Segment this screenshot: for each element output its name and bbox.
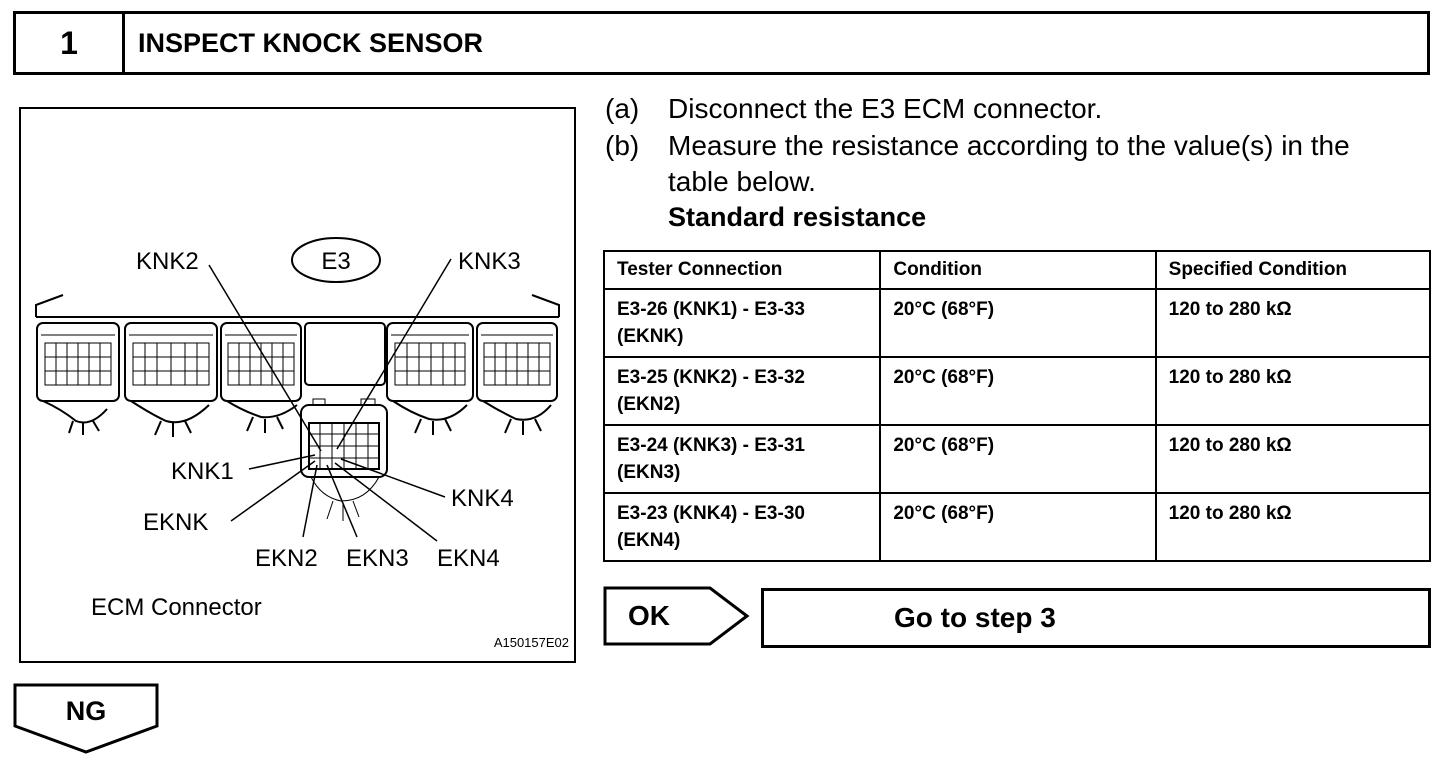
pin-label-knk3: KNK3 xyxy=(458,248,521,275)
instruction-b-text-line1: Measure the resistance according to the … xyxy=(668,130,1350,161)
table-row: E3-24 (KNK3) - E3-31(EKN3) 20°C (68°F) 1… xyxy=(602,424,1432,494)
ng-label: NG xyxy=(66,696,107,726)
step-number: 1 xyxy=(16,14,125,72)
pin-label-knk2: KNK2 xyxy=(136,248,199,275)
cell-connection: E3-24 (KNK3) - E3-31(EKN3) xyxy=(602,424,882,494)
connector-id-label: E3 xyxy=(321,248,350,275)
cell-connection: E3-25 (KNK2) - E3-32(EKN2) xyxy=(602,356,882,426)
resistance-table: Tester Connection Condition Specified Co… xyxy=(602,250,1432,562)
pin-label-ekn4: EKN4 xyxy=(437,545,500,572)
table-header-row: Tester Connection Condition Specified Co… xyxy=(602,250,1432,290)
step-header: 1 INSPECT KNOCK SENSOR xyxy=(13,11,1430,75)
table-row: E3-25 (KNK2) - E3-32(EKN2) 20°C (68°F) 1… xyxy=(602,356,1432,426)
cell-connection: E3-26 (KNK1) - E3-33(EKNK) xyxy=(602,288,882,358)
cell-specified: 120 to 280 kΩ xyxy=(1154,424,1432,494)
instruction-b-text-line2: table below. xyxy=(668,166,816,197)
ok-label: OK xyxy=(628,600,670,631)
cell-condition: 20°C (68°F) xyxy=(879,356,1157,426)
ng-result-arrow[interactable]: NG xyxy=(12,682,160,756)
cell-condition: 20°C (68°F) xyxy=(879,424,1157,494)
header-condition: Condition xyxy=(879,250,1157,290)
cell-specified: 120 to 280 kΩ xyxy=(1154,288,1432,358)
pin-label-knk4: KNK4 xyxy=(451,485,514,512)
cell-specified: 120 to 280 kΩ xyxy=(1154,356,1432,426)
instruction-b-letter: (b) xyxy=(605,130,640,161)
figure-caption: ECM Connector xyxy=(91,594,262,621)
connector-diagram: E3 KNK2 KNK3 KNK1 EKNK KNK4 EKN2 EKN3 EK… xyxy=(35,237,569,650)
ok-result-arrow[interactable]: OK xyxy=(602,585,752,647)
go-to-step-text: Go to step 3 xyxy=(894,602,1056,633)
instruction-a-letter: (a) xyxy=(605,93,640,124)
table-row: E3-26 (KNK1) - E3-33(EKNK) 20°C (68°F) 1… xyxy=(602,288,1432,358)
pin-label-ekn3: EKN3 xyxy=(346,545,409,572)
cell-connection: E3-23 (KNK4) - E3-30(EKN4) xyxy=(602,492,882,562)
header-specified-condition: Specified Condition xyxy=(1154,250,1432,290)
ecm-connector-figure: E3 KNK2 KNK3 KNK1 EKNK KNK4 EKN2 EKN3 EK… xyxy=(19,107,576,663)
pin-label-eknk: EKNK xyxy=(143,509,208,536)
step-title: INSPECT KNOCK SENSOR xyxy=(138,27,484,58)
pin-label-ekn2: EKN2 xyxy=(255,545,318,572)
pin-label-knk1: KNK1 xyxy=(171,458,234,485)
header-tester-connection: Tester Connection xyxy=(602,250,882,290)
standard-resistance-label: Standard resistance xyxy=(668,202,927,232)
cell-condition: 20°C (68°F) xyxy=(879,492,1157,562)
cell-condition: 20°C (68°F) xyxy=(879,288,1157,358)
figure-code: A150157E02 xyxy=(494,635,569,650)
cell-specified: 120 to 280 kΩ xyxy=(1154,492,1432,562)
table-row: E3-23 (KNK4) - E3-30(EKN4) 20°C (68°F) 1… xyxy=(602,492,1432,562)
instruction-a-text: Disconnect the E3 ECM connector. xyxy=(668,93,1103,124)
go-to-step-box[interactable]: Go to step 3 xyxy=(761,588,1431,648)
